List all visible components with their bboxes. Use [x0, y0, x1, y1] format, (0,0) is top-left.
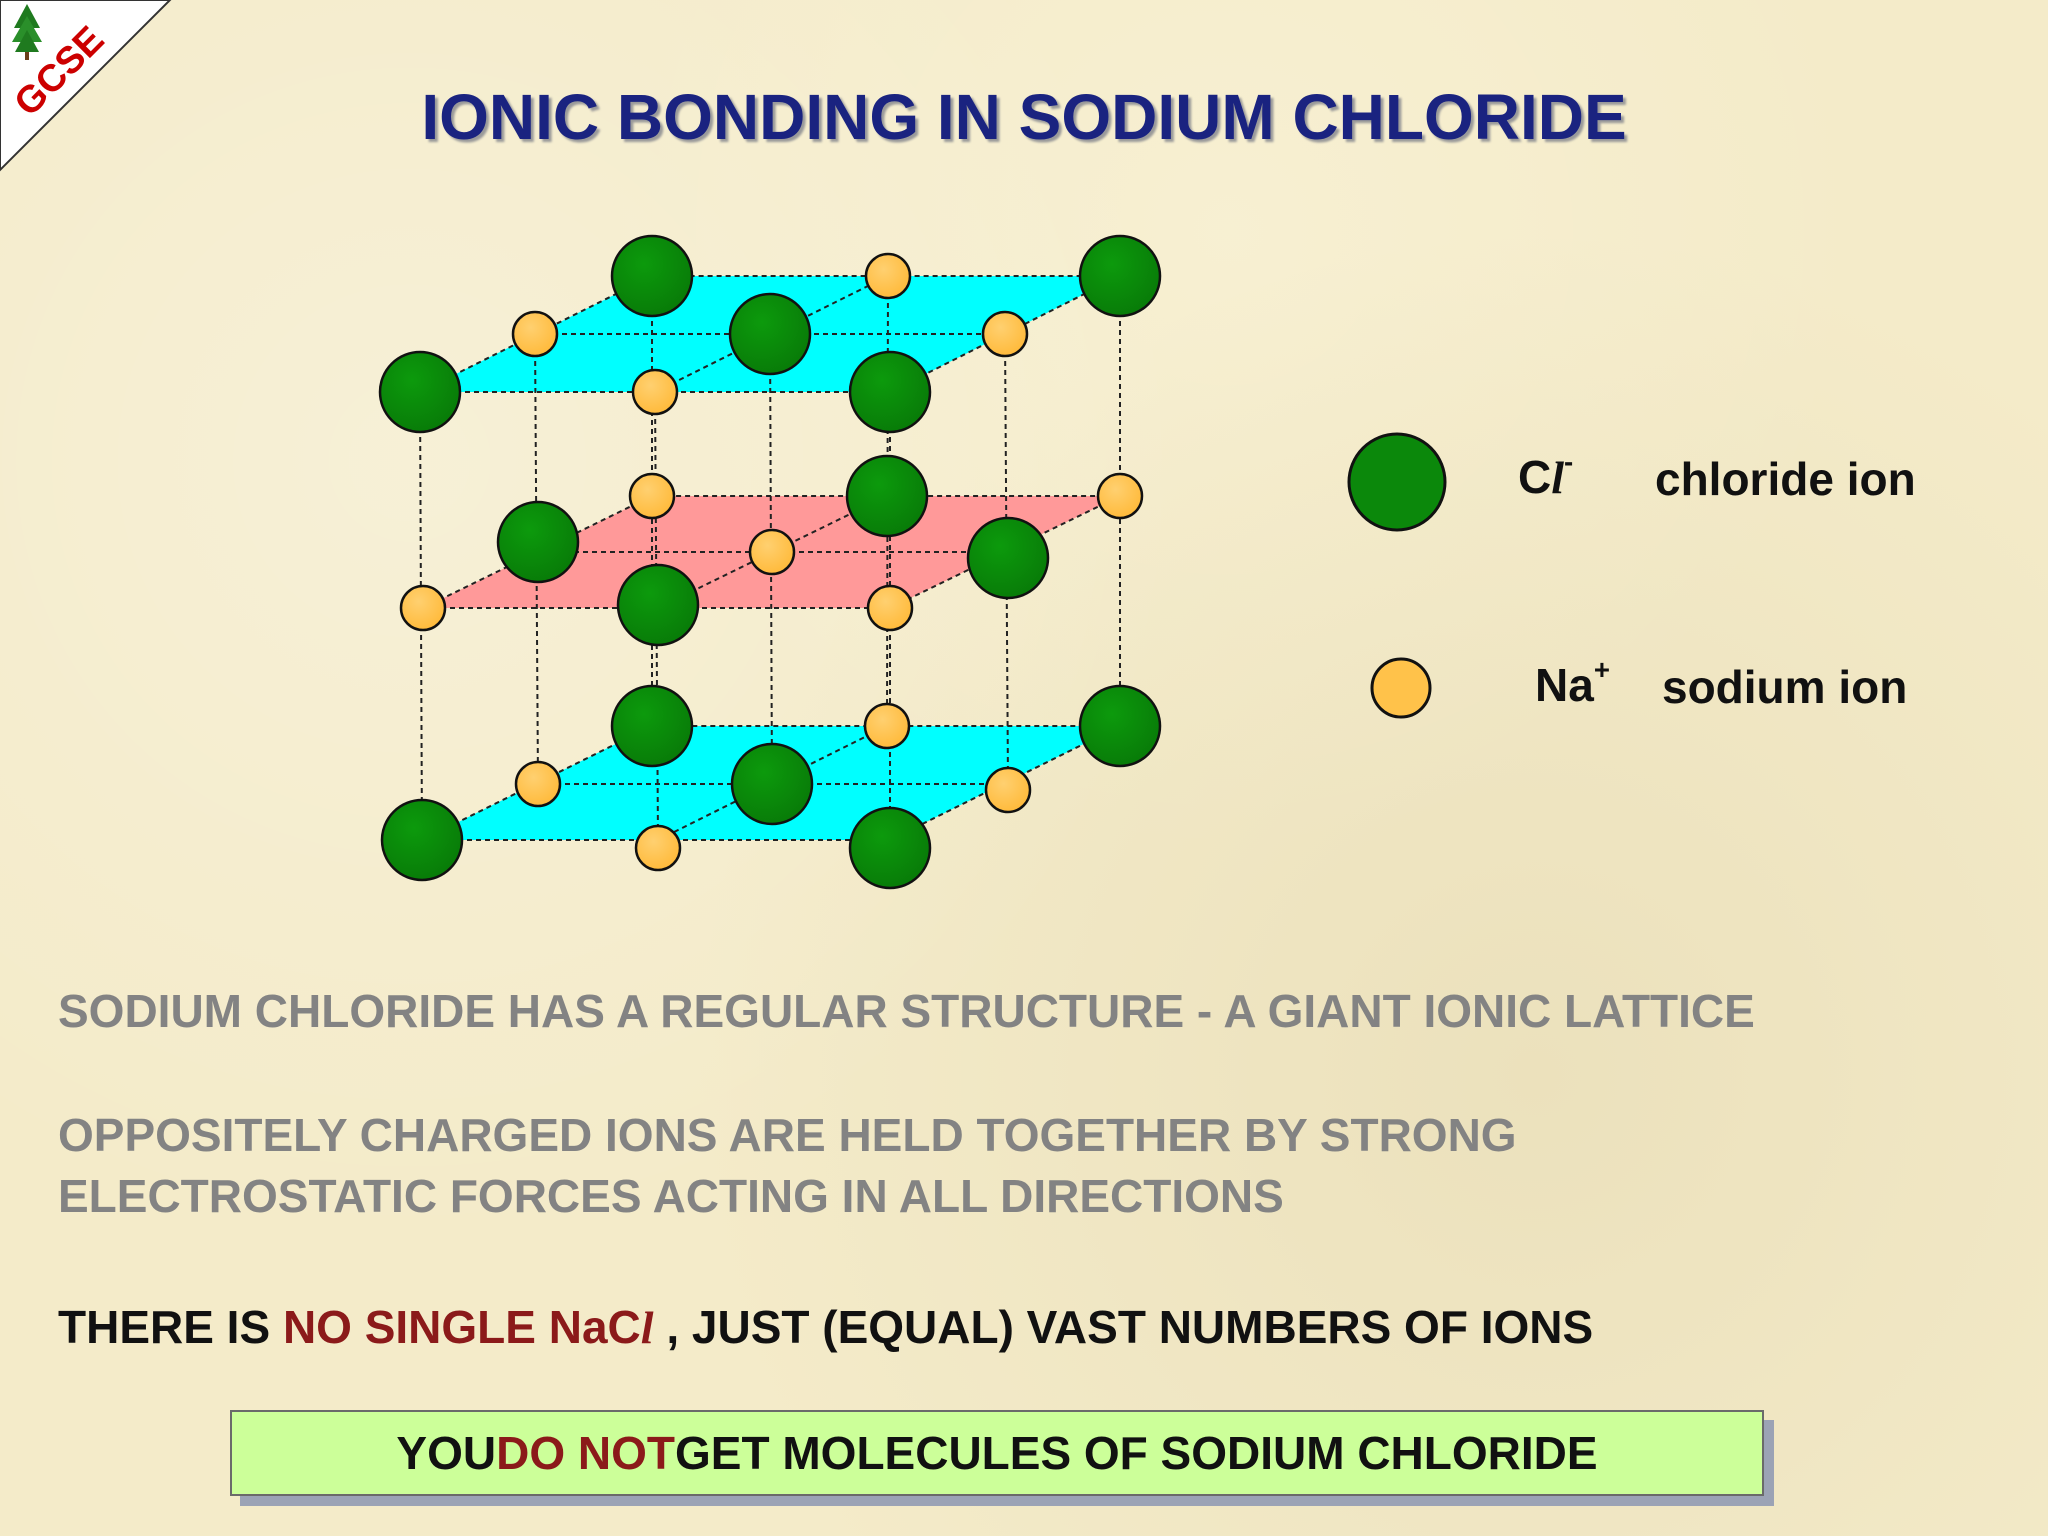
- sodium-ion: [864, 252, 912, 300]
- sodium-symbol: Na+: [1535, 654, 1610, 711]
- sodium-ion-swatch: [1370, 657, 1432, 719]
- sodium-ion: [631, 368, 679, 416]
- chloride-ion: [728, 292, 812, 376]
- sodium-ion: [628, 472, 676, 520]
- chloride-ion: [848, 350, 932, 434]
- sodium-ion: [511, 310, 559, 358]
- chloride-label: chloride ion: [1655, 453, 1916, 505]
- sodium-ion: [866, 584, 914, 632]
- forces-statement-line-2: ELECTROSTATIC FORCES ACTING IN ALL DIREC…: [58, 1170, 1284, 1222]
- chloride-ion: [378, 350, 462, 434]
- sodium-ion: [1096, 472, 1144, 520]
- chloride-ion: [966, 516, 1050, 600]
- sodium-ion: [981, 310, 1029, 358]
- sodium-ion: [634, 824, 682, 872]
- chloride-ion: [730, 742, 814, 826]
- chloride-ion: [616, 563, 700, 647]
- no-single-nacl-statement: THERE IS NO SINGLE NaCl , JUST (EQUAL) V…: [58, 1301, 1594, 1353]
- chloride-ion: [848, 806, 932, 890]
- gcse-badge: GCSE: [0, 0, 172, 172]
- chloride-symbol: Cl-: [1518, 446, 1574, 503]
- sodium-ion: [399, 584, 447, 632]
- chloride-ion: [610, 684, 694, 768]
- chloride-ion: [1078, 234, 1162, 318]
- sodium-ion: [863, 702, 911, 750]
- chloride-ion: [380, 798, 464, 882]
- nacl-lattice-diagram: [378, 234, 1162, 890]
- sodium-label: sodium ion: [1662, 661, 1908, 713]
- chloride-ion: [1078, 684, 1162, 768]
- forces-statement-line-1: OPPOSITELY CHARGED IONS ARE HELD TOGETHE…: [58, 1109, 1517, 1161]
- chloride-ion-swatch: [1347, 432, 1447, 532]
- lattice-statement: SODIUM CHLORIDE HAS A REGULAR STRUCTURE …: [58, 985, 1755, 1037]
- sodium-ion: [984, 766, 1032, 814]
- chloride-ion: [845, 454, 929, 538]
- chloride-ion: [496, 500, 580, 584]
- tree-icon: [12, 4, 42, 60]
- page-title: IONIC BONDING IN SODIUM CHLORIDE: [421, 81, 1627, 153]
- no-molecules-callout: YOU DO NOT GET MOLECULES OF SODIUM CHLOR…: [230, 1410, 1764, 1496]
- sodium-ion: [514, 760, 562, 808]
- sodium-ion: [748, 528, 796, 576]
- chloride-ion: [610, 234, 694, 318]
